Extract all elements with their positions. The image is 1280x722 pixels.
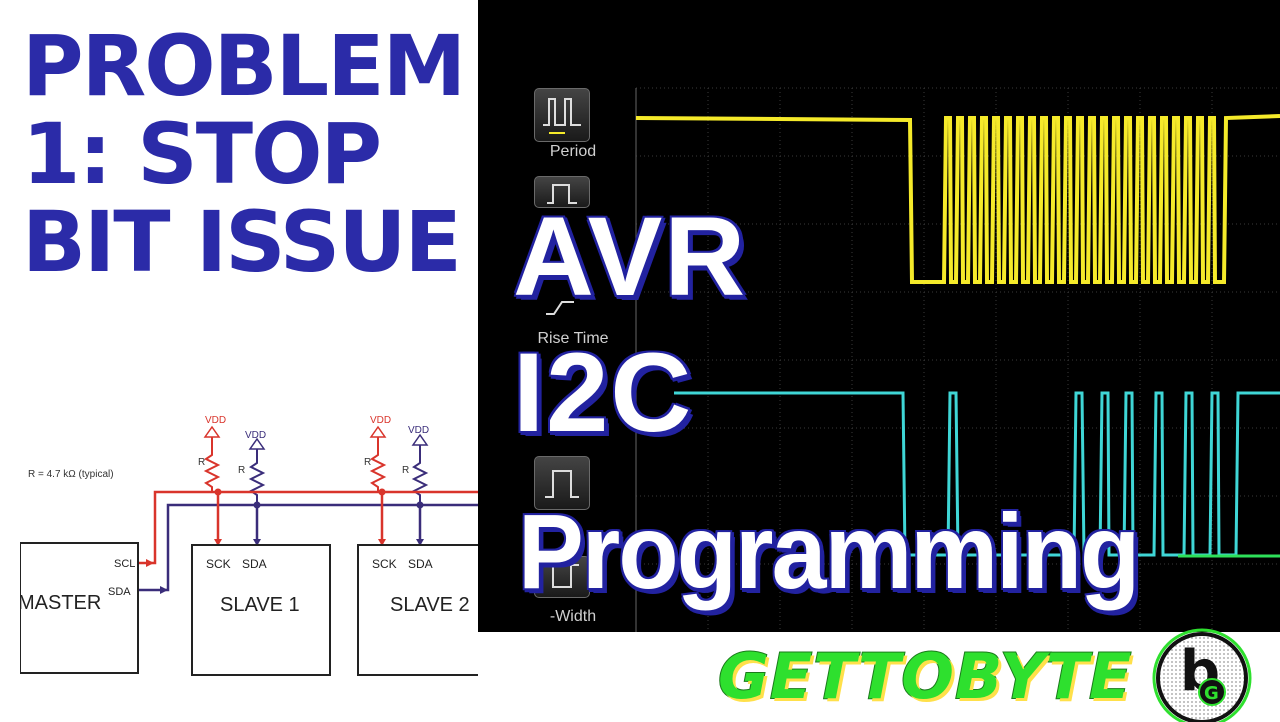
ch1-trace [635, 114, 1280, 284]
slave1-sda-label: SDA [242, 557, 267, 571]
neg-width-label: -Width [549, 608, 597, 625]
vdd-symbol-2: VDD [245, 430, 266, 457]
neg-width-button[interactable] [534, 556, 590, 598]
sda-bus-line [138, 503, 478, 592]
period-icon [543, 98, 581, 134]
period-label: Period [549, 143, 597, 160]
width-button-top[interactable] [534, 176, 590, 208]
problem-title: PROBLEM 1: STOP BIT ISSUE [22, 22, 472, 286]
ch2-trace [674, 391, 1280, 557]
vdd-symbol-3: VDD [369, 415, 391, 447]
slave2-label: SLAVE 2 [390, 594, 470, 616]
pullup-resistor-2 [248, 457, 266, 505]
problem-title-line3: BIT ISSUE [22, 193, 462, 291]
pullup-resistor-1 [203, 447, 221, 493]
vdd-symbol-1: VDD [203, 415, 226, 447]
resistor-label: R [402, 465, 409, 476]
slave1-sck-label: SCK [206, 557, 231, 571]
oscilloscope-screen: Period Rise Time -Width AVR I2C Programm… [478, 0, 1280, 632]
vdd-label: VDD [245, 430, 266, 441]
resistor-label: R [198, 457, 205, 468]
resistor-label: R [238, 465, 245, 476]
overlay-title-programming: Programming [517, 492, 1142, 613]
pulse-icon [547, 184, 577, 204]
scope-traces [635, 87, 1280, 632]
overlay-title-i2c: I2C [511, 329, 694, 457]
master-block [20, 542, 139, 674]
vdd-label: VDD [205, 415, 226, 426]
brand-name: GETTOBYTE [717, 639, 1133, 714]
neg-width-icon [545, 564, 579, 588]
pullup-resistor-4 [411, 455, 429, 505]
pullup-resistor-3 [369, 447, 387, 493]
logo-letter-g: G [1204, 683, 1219, 704]
pulse-width-button[interactable] [534, 456, 590, 510]
i2c-bus-diagram: R = 4.7 kΩ (typical) VDD VDD VDD VDD R R… [20, 415, 478, 676]
slave2-sck-label: SCK [372, 557, 397, 571]
slave1-block [191, 544, 331, 676]
slave2-block [357, 544, 478, 676]
period-button[interactable] [534, 88, 590, 142]
pulse-width-icon [545, 470, 579, 498]
resistor-label: R [364, 457, 371, 468]
gettobyte-logo: b G [1152, 628, 1252, 722]
rise-time-label: Rise Time [537, 330, 609, 347]
resistor-note: R = 4.7 kΩ (typical) [28, 469, 114, 480]
slave2-sda-label: SDA [408, 557, 433, 571]
vdd-label: VDD [370, 415, 391, 426]
problem-title-line2: 1: STOP [22, 105, 382, 203]
vdd-label: VDD [408, 425, 429, 436]
master-sda-label: SDA [108, 586, 131, 598]
rise-time-button[interactable] [534, 292, 588, 322]
master-label: MASTER [20, 592, 101, 614]
vdd-symbol-4: VDD [408, 425, 429, 455]
slave1-label: SLAVE 1 [220, 594, 300, 616]
rise-time-icon [546, 301, 574, 315]
overlay-title-avr: AVR [511, 193, 748, 321]
problem-title-line1: PROBLEM [22, 17, 466, 115]
master-scl-label: SCL [114, 558, 135, 570]
